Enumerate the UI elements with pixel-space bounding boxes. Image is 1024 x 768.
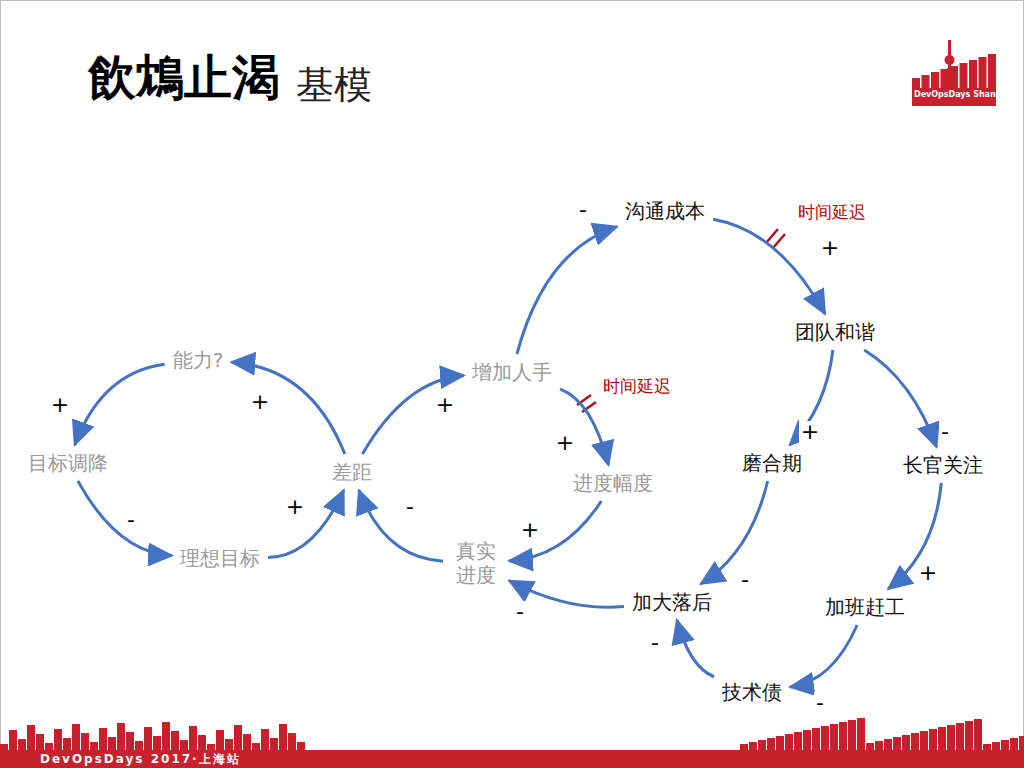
polarity-sign: + [819, 237, 841, 259]
polarity-sign: - [739, 569, 751, 591]
skyline [0, 718, 1024, 750]
variable-name: 目标调降 [28, 451, 108, 475]
loop-variable: 差距 [328, 458, 376, 486]
polarity-sign: - [939, 421, 951, 443]
polarity-sign: - [404, 496, 416, 518]
loop-variable: 加大落后 [628, 588, 716, 616]
loop-variable: 真实 进度 [447, 537, 505, 589]
polarity-sign: - [577, 199, 589, 221]
polarity-sign: + [434, 394, 456, 416]
polarity-sign: + [554, 432, 576, 454]
causal-link [75, 364, 165, 445]
variable-name: 真实 进度 [451, 539, 501, 587]
causal-link [517, 227, 617, 354]
variable-name: 差距 [332, 460, 372, 484]
variable-name: 增加人手 [472, 360, 552, 384]
logo-skyline [912, 40, 996, 90]
loop-variable: 沟通成本 [621, 197, 709, 225]
loop-variable: 技术债 [718, 678, 786, 706]
causal-link [359, 490, 443, 561]
delay-note: 时间延迟 [798, 201, 866, 224]
bottom-bar [0, 750, 1024, 768]
brand-text: DevOpsDays 2017·上海站 [40, 751, 241, 768]
variable-name: 团队和谐 [795, 320, 875, 344]
loop-variable: 团队和谐 [791, 318, 879, 346]
variable-name: 长官关注 [903, 453, 983, 477]
polarity-sign: + [249, 391, 271, 413]
loop-variable: 目标调降 [24, 449, 112, 477]
polarity-sign: - [814, 692, 826, 714]
variable-name: 进度幅度 [573, 471, 653, 495]
polarity-sign: + [49, 394, 71, 416]
loop-variable: 进度幅度 [569, 469, 657, 497]
polarity-sign: - [514, 601, 526, 623]
causal-link [231, 362, 345, 454]
delay-note: 时间延迟 [603, 375, 671, 398]
causal-link [713, 219, 825, 314]
causal-link [268, 490, 344, 557]
polarity-sign: + [917, 562, 939, 584]
loop-variable: 增加人手 [468, 358, 556, 386]
causal-link [78, 481, 172, 556]
polarity-sign: - [649, 632, 661, 654]
loop-variable: 长官关注 [899, 451, 987, 479]
brand-text: DevOpsDays Shanghai [914, 90, 1015, 99]
polarity-sign: + [519, 519, 541, 541]
slide-title: 飲鴆止渴 [88, 46, 280, 110]
variable-name: 加班赶工 [825, 595, 905, 619]
causal-link [677, 620, 714, 677]
polarity-sign: + [284, 496, 306, 518]
subtitle: 基模 [296, 60, 372, 111]
variable-name: 沟通成本 [625, 199, 705, 223]
variable-name: 能力? [173, 348, 224, 372]
causal-link [790, 625, 857, 687]
polarity-sign: + [799, 421, 821, 443]
variable-name: 加大落后 [632, 590, 712, 614]
causal-link [509, 501, 601, 561]
causal-link [790, 350, 833, 445]
variable-name: 理想目标 [180, 546, 260, 570]
loop-variable: 理想目标 [176, 544, 264, 572]
polarity-sign: - [125, 509, 137, 531]
causal-link [509, 581, 624, 608]
loop-variable: 能力? [169, 346, 228, 374]
loop-variable: 加班赶工 [821, 593, 909, 621]
loop-variable: 磨合期 [738, 449, 806, 477]
causal-link [362, 375, 464, 454]
variable-name: 磨合期 [742, 451, 802, 475]
variable-name: 技术债 [722, 680, 782, 704]
causal-link [888, 483, 941, 589]
causal-link [701, 481, 768, 584]
causal-link [864, 350, 936, 447]
